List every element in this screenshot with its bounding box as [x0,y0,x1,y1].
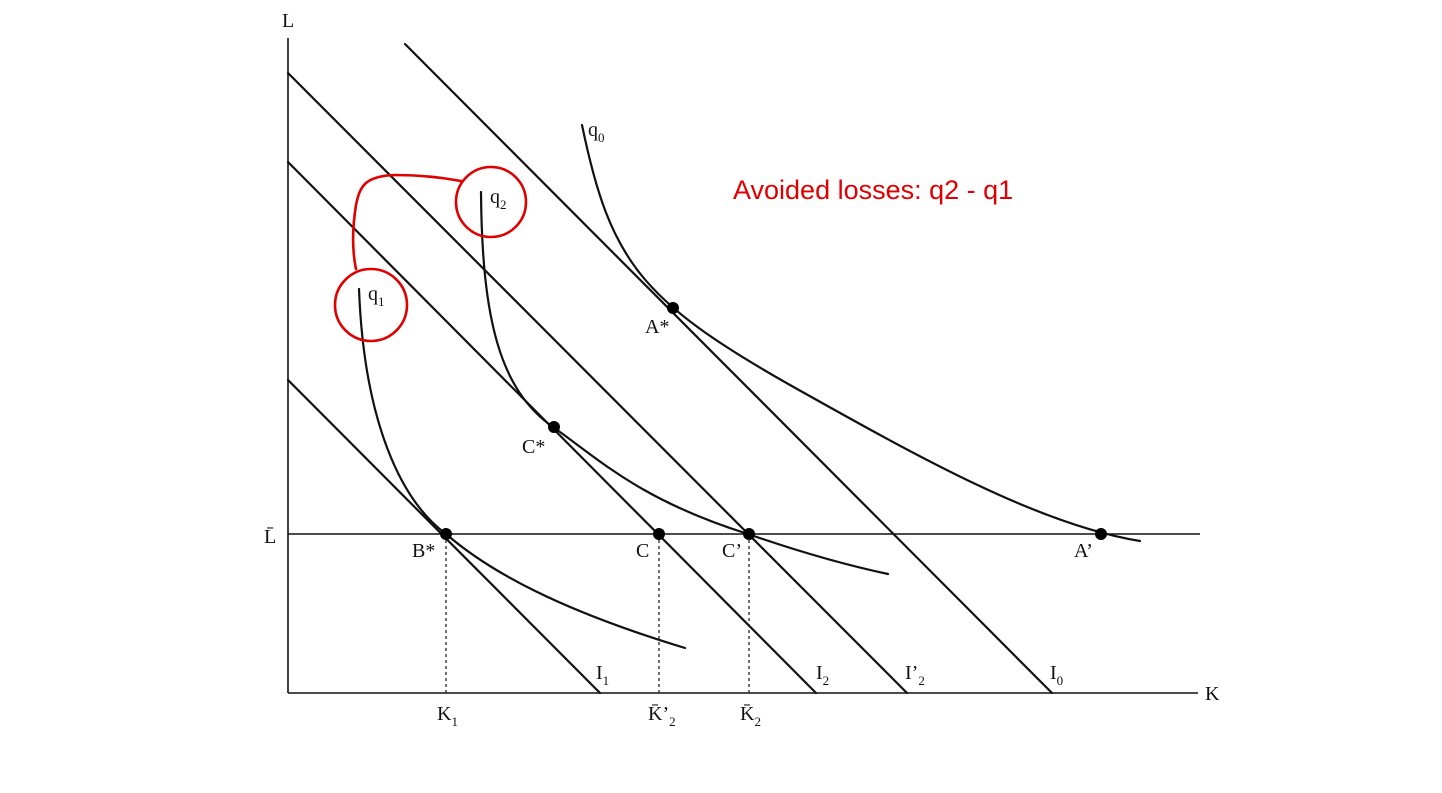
tick-label-kbar2-prime: K̄’2 [648,703,676,729]
isocost-line-i2-prime [286,71,909,695]
label-a-star: A* [645,316,669,338]
label-b-star: B* [412,540,435,562]
label-i1: I1 [596,662,609,688]
highlight-circle-q1 [333,267,409,343]
point-b-star [440,528,452,540]
label-c: C [636,540,649,562]
label-c-star: C* [522,436,545,458]
label-q2: q2 [490,186,507,212]
point-c [653,528,665,540]
point-a-star [667,302,679,314]
label-i2: I2 [816,662,829,688]
isocost-line-i0 [403,42,1054,695]
tick-label-k1: K1 [437,703,458,729]
label-i2-prime: I’2 [905,662,925,688]
label-i0: I0 [1050,662,1063,688]
y-axis-label: L [282,10,294,32]
point-c-star [548,421,560,433]
highlight-circle-q2 [454,165,528,239]
label-c-prime: C’ [722,540,742,562]
x-axis-label: K [1205,683,1220,705]
label-q0: q0 [588,119,605,145]
label-a-prime: A’ [1074,540,1093,562]
tick-label-kbar2: K̄2 [740,703,761,729]
avoided-losses-annotation: Avoided losses: q2 - q1 [733,175,1013,205]
isoquant-q1 [357,287,687,650]
label-q1: q1 [368,283,385,309]
isoquant-q0 [580,123,1142,543]
point-c-prime [743,528,755,540]
isoquant-q2 [479,190,890,576]
highlight-connector [351,173,463,271]
l-bar-label: L̄ [264,526,276,548]
point-a-prime [1095,528,1107,540]
